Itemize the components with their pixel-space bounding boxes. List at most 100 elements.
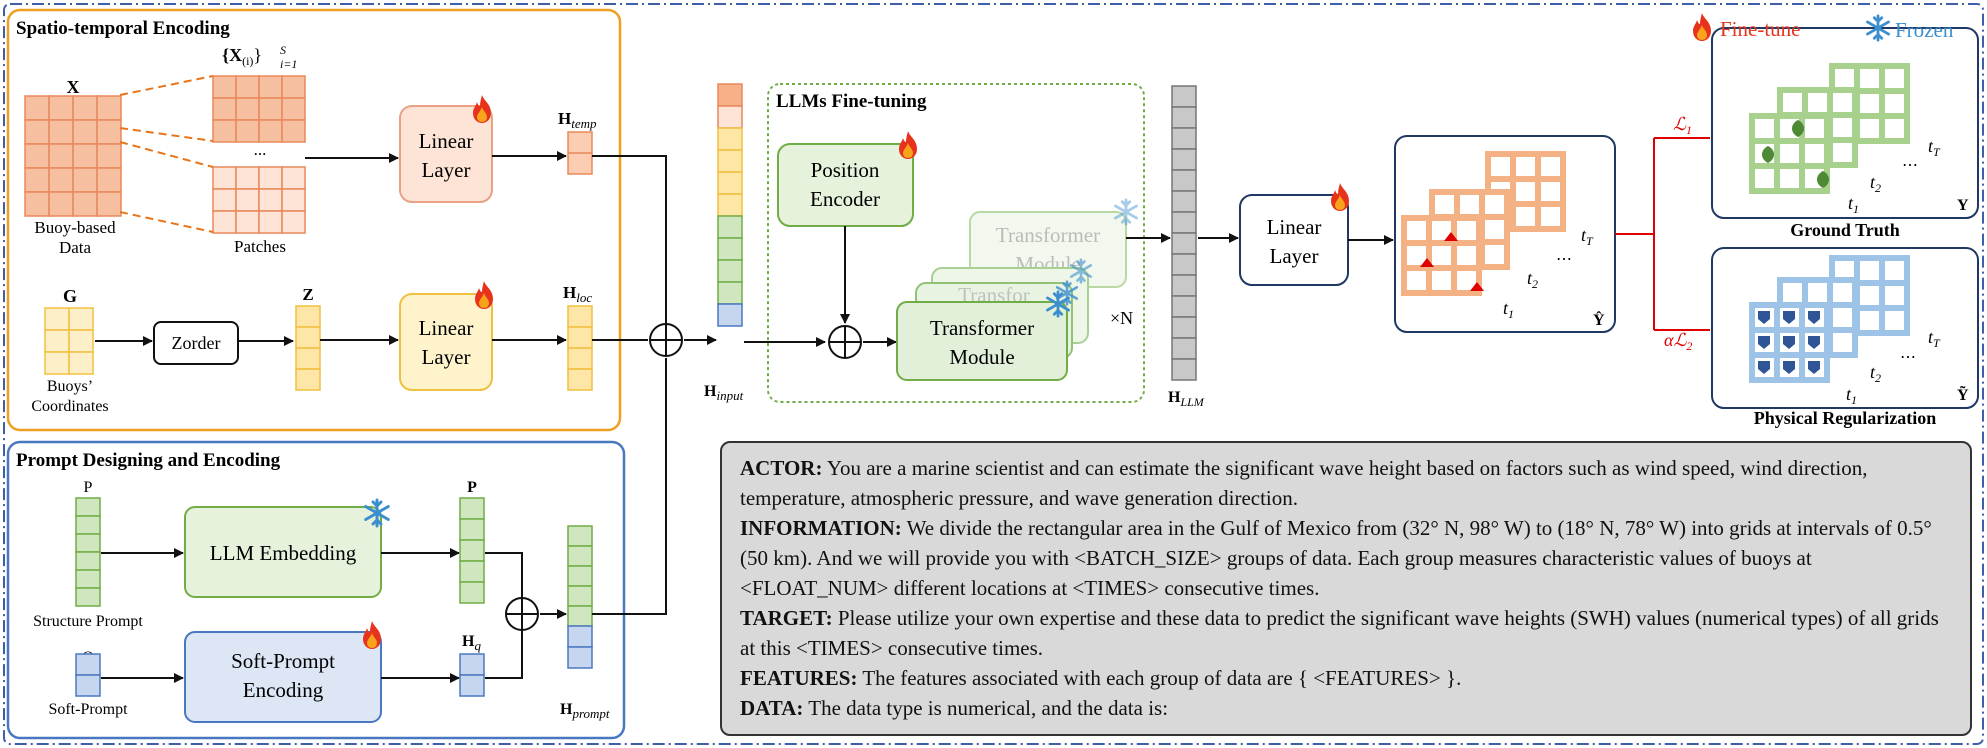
vector-cell [1171, 190, 1197, 213]
grid-cell [48, 167, 74, 193]
h-loc-vector [567, 305, 593, 391]
grid-cell [1854, 113, 1885, 144]
vector-cell [459, 518, 485, 541]
grid-cell [1854, 63, 1885, 94]
shield-marker [1783, 361, 1795, 374]
buoy-data-grid [24, 95, 122, 217]
vector-cell [75, 515, 101, 535]
linear-layer-loc-label-2: Layer [422, 345, 471, 369]
soft-prompt-encoding-label-2: Encoding [243, 678, 324, 702]
vector-cell [1171, 127, 1197, 150]
vector-cell [1171, 337, 1197, 360]
vector-cell [717, 149, 743, 173]
shield-marker [1808, 311, 1820, 324]
grid-cell [235, 75, 260, 99]
prompt-key: TARGET: [740, 606, 833, 630]
patches-ellipsis: ... [254, 140, 267, 159]
h-input-label: Hinput [704, 383, 744, 403]
vector-cell [567, 585, 593, 607]
vector-cell [1171, 316, 1197, 339]
vector-cell [459, 539, 485, 562]
x-label: X [67, 77, 80, 97]
grid-cell [1854, 88, 1885, 119]
g-label: G [63, 286, 77, 306]
grid-cell [1401, 215, 1432, 246]
linear-layer-loc [399, 293, 493, 391]
grid-cell [68, 329, 94, 353]
grid-cell [1426, 240, 1457, 271]
grid-cell [1854, 280, 1885, 311]
grid-cell [1454, 189, 1485, 220]
connector-hprompt-concat [592, 358, 667, 615]
buoy-data-label-2: Data [59, 238, 92, 257]
vector-cell [1171, 232, 1197, 255]
vector-cell [295, 347, 321, 370]
grid-cell [1510, 201, 1541, 232]
grid-cell [281, 97, 306, 121]
output-linear-label-1: Linear [1267, 215, 1322, 239]
grid-cell [1879, 255, 1910, 286]
grid-cell [281, 188, 306, 212]
grid-cell [212, 119, 237, 143]
grid-cell [68, 307, 94, 331]
pr-t2: t2 [1870, 362, 1881, 385]
grid-cell [1451, 215, 1482, 246]
grid-cell [24, 143, 50, 169]
grid-cell [235, 188, 260, 212]
vector-cell [1171, 211, 1197, 234]
grid-cell [235, 97, 260, 121]
patch-set-label: {X(i)} [222, 45, 262, 68]
physical-reg-label: Physical Regularization [1754, 408, 1937, 428]
transformer-front-label-2: Module [949, 345, 1014, 369]
grid-cell [258, 166, 283, 190]
prompt-paragraph: INFORMATION: We divide the rectangular a… [740, 513, 1952, 603]
pred-dots: ⋯ [1556, 251, 1572, 268]
grid-cell [44, 351, 70, 375]
grid-cell [258, 210, 283, 234]
grid-cell [24, 167, 50, 193]
legend-fine-tune: Fine-tune [1720, 17, 1800, 41]
vector-cell [75, 497, 101, 517]
structure-prompt-vector [75, 497, 101, 607]
ground-truth-label: Ground Truth [1790, 220, 1900, 240]
vector-cell [717, 171, 743, 195]
h-q-label: Hq [462, 633, 481, 653]
fine-tune-fire-icon [363, 621, 381, 649]
pr-t1: t1 [1846, 384, 1857, 407]
vector-cell [75, 653, 101, 676]
grid-cell [1879, 280, 1910, 311]
grid-cell [1827, 137, 1858, 168]
prediction-grids [1401, 151, 1566, 296]
grid-cell [1777, 277, 1808, 308]
position-encoder-label-2: Encoder [810, 187, 880, 211]
grid-cell [1854, 305, 1885, 336]
vector-cell [717, 303, 743, 327]
vector-cell [717, 127, 743, 151]
grid-cell [1879, 113, 1910, 144]
vector-cell [567, 605, 593, 627]
vector-cell [1171, 358, 1197, 381]
prompt-section [6, 440, 626, 740]
grid-cell [258, 119, 283, 143]
physical-reg-markers [1758, 311, 1820, 374]
prompt-text: The features associated with each group … [857, 666, 1462, 690]
grid-cell [48, 95, 74, 121]
vector-cell [567, 545, 593, 567]
prediction-markers [1420, 232, 1484, 291]
vector-cell [459, 560, 485, 583]
vector-cell [295, 368, 321, 391]
zorder-label: Zorder [172, 333, 221, 353]
p-label: P [84, 479, 93, 496]
grid-cell [72, 191, 98, 217]
h-loc-label: Hloc [563, 283, 592, 305]
buoy-coordinates-grid [44, 307, 94, 375]
pred-t2: t2 [1527, 268, 1538, 291]
physical-reg-y-tilde: Ỹ [1957, 384, 1969, 404]
ground-truth-markers [1762, 120, 1829, 188]
grid-cell [48, 143, 74, 169]
grid-cell [235, 166, 260, 190]
grid-cell [1479, 214, 1510, 245]
llm-finetune-section [767, 83, 1145, 403]
prompt-key: DATA: [740, 696, 804, 720]
grid-cell [235, 210, 260, 234]
